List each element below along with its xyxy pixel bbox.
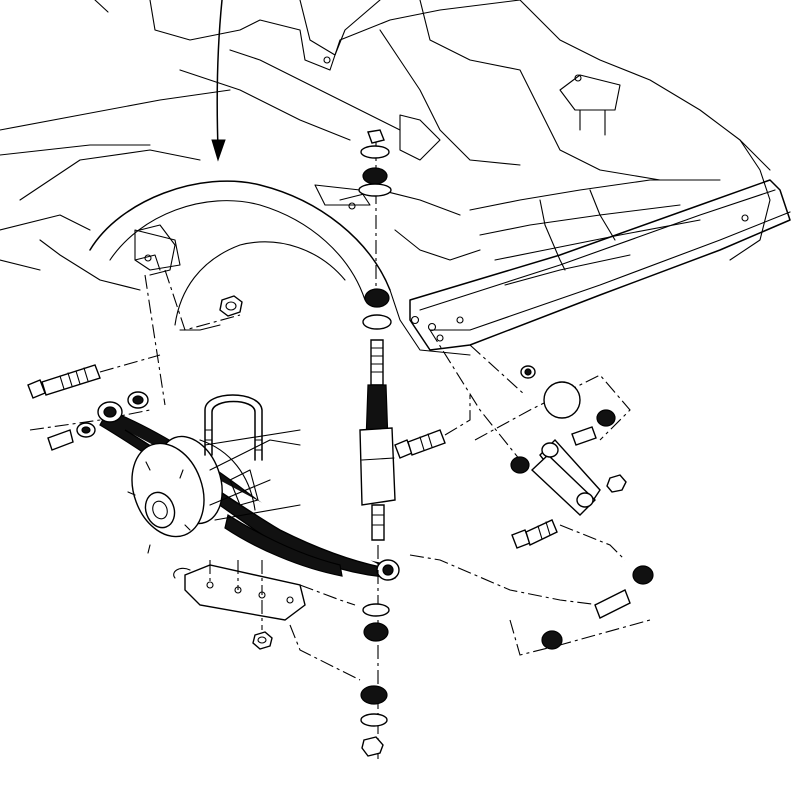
hex-nut-upper-left (219, 295, 243, 317)
wheel-hub (127, 429, 301, 554)
axle-mounting-plate (173, 560, 306, 630)
hex-bolt-shock-mount (394, 395, 471, 459)
u-bolt (204, 394, 263, 461)
rear-bumper (409, 179, 791, 351)
hex-bolt-front-hanger (27, 354, 161, 399)
front-eye-bushings (29, 391, 151, 451)
hex-nut-lower (252, 631, 273, 650)
rear-eye-bushings (289, 554, 654, 681)
rear-spring-shackle (429, 329, 631, 561)
front-spring-hanger (134, 224, 241, 406)
reference-arrow (211, 0, 226, 162)
vehicle-body (0, 0, 771, 356)
shock-absorber (358, 129, 396, 760)
